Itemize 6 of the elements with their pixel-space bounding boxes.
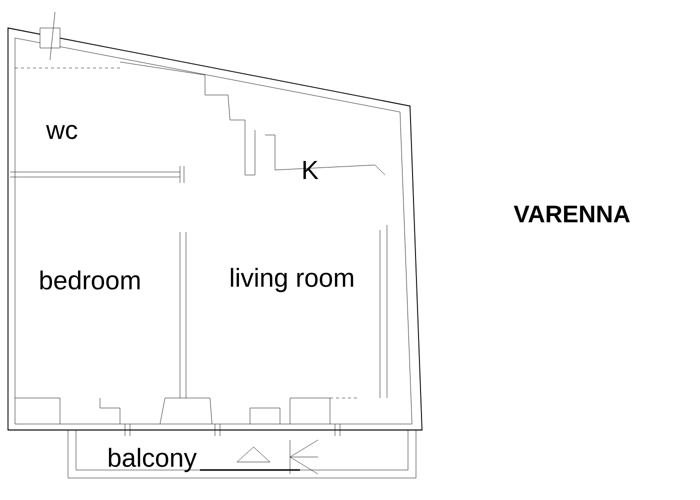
room-label: living room: [230, 268, 354, 292]
title: VARENNA: [514, 206, 630, 222]
room-label: wc: [46, 124, 78, 140]
room-label: bedroom: [40, 270, 140, 290]
room-label: K: [303, 161, 318, 179]
room-label: balcony: [108, 448, 197, 472]
